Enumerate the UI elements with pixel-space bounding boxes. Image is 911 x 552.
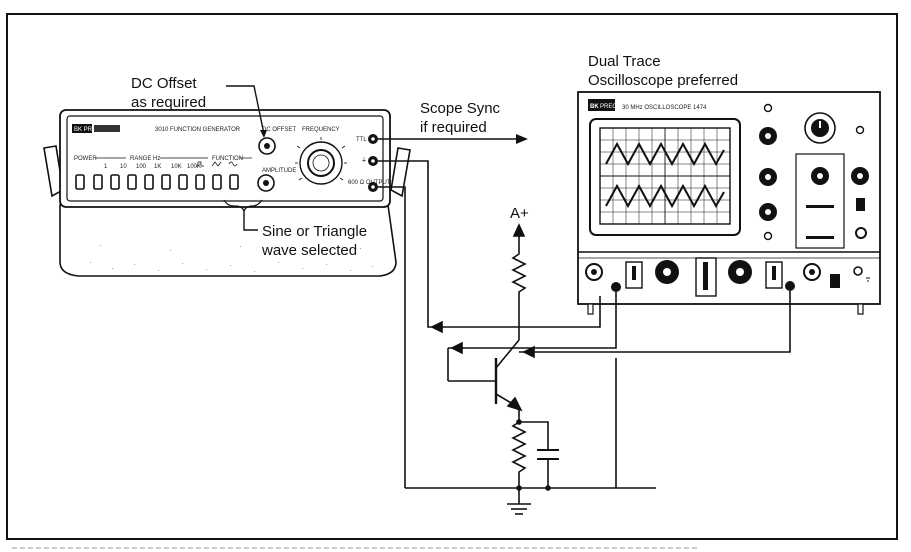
scope-sync-label-line-2: if required — [420, 119, 487, 136]
generator-model: 3010 FUNCTION GENERATOR — [155, 127, 241, 133]
emitter-resistor — [511, 410, 527, 488]
dc-offset-label-line-2: as required — [131, 94, 207, 111]
collector-probe-arrowhead — [522, 345, 535, 359]
scope-ground-terminal — [853, 266, 863, 276]
function-generator: BK PRECISION 3010 FUNCTION GENERATOR POW… — [43, 109, 411, 277]
output-jack-label: 600 Ω OUTPUT — [348, 180, 391, 186]
scope-probe-1 — [611, 282, 621, 292]
crt-trace-2 — [605, 183, 725, 209]
wave-selected-label-line-2: wave selected — [262, 242, 358, 259]
range-label: RANGE Hz — [130, 156, 160, 162]
wave-selected-label-line-1: Sine or Triangle — [262, 223, 368, 240]
amplitude-knob-label: AMPLITUDE — [262, 168, 296, 174]
svg-text:BK: BK — [590, 104, 599, 110]
collector-probe-wire — [519, 291, 791, 353]
supply-label: A+ — [510, 205, 529, 222]
bypass-capacitor-top-lead — [519, 421, 549, 450]
range-value-2: 10 — [120, 164, 127, 170]
function-label: FUNCTION — [212, 156, 243, 162]
svg-text:⏚: ⏚ — [361, 157, 367, 164]
ttl-jack-label: TTL — [356, 137, 367, 143]
frequency-knob — [307, 149, 335, 177]
scope-model: 30 MHz OSCILLOSCOPE 1474 — [622, 105, 707, 111]
scope-toggle-switch — [856, 198, 865, 211]
range-value-5: 10K — [171, 164, 182, 170]
supply-arrowhead — [512, 223, 526, 237]
dual-trace-label-line-2: Oscilloscope preferred — [588, 72, 739, 89]
scope-sync-label: Scope Sync if required — [420, 99, 500, 137]
collector-resistor — [511, 248, 527, 340]
emitter-arrowhead — [506, 396, 523, 412]
range-button-5 — [161, 174, 171, 190]
dc-offset-knob-label: DC OFFSET — [262, 127, 296, 133]
function-button-triangle — [212, 174, 222, 190]
dc-offset-label: DC Offset as required — [131, 74, 206, 112]
diagram-frame — [6, 13, 898, 540]
oscilloscope: BK PRECISION 30 MHz OSCILLOSCOPE 1474 — [577, 91, 881, 315]
scope-sync-label-line-1: Scope Sync — [420, 100, 501, 117]
base-probe-wire — [448, 292, 617, 349]
function-button-sine — [229, 174, 239, 190]
function-button-square — [195, 174, 205, 190]
transistor-circuit — [378, 160, 791, 515]
range-value-4: 1K — [154, 164, 161, 170]
dc-offset-pointer — [226, 85, 265, 135]
power-button — [75, 174, 85, 190]
dc-offset-label-line-1: DC Offset — [131, 75, 197, 92]
scope-probe-2 — [785, 281, 795, 291]
scope-knob-right-low — [855, 227, 867, 239]
generator-ground-wire — [378, 160, 601, 328]
range-button-2 — [110, 174, 120, 190]
range-button-3 — [127, 174, 137, 190]
wave-selected-pointer — [243, 211, 258, 231]
range-value-1: 1 — [104, 164, 108, 170]
dual-trace-label-line-1: Dual Trace — [588, 53, 661, 70]
cabinet-texture — [90, 245, 373, 272]
scope-brand: PRECISION — [600, 104, 633, 110]
transistor-collector — [495, 339, 520, 369]
range-value-3: 100 — [136, 164, 147, 170]
crt-trace-1 — [605, 141, 725, 167]
scope-ext-switch — [830, 274, 840, 288]
range-button-4 — [144, 174, 154, 190]
scope-small-knob — [763, 231, 773, 241]
scope-sync-arrowhead — [516, 134, 528, 144]
generator-handle-right — [390, 147, 411, 198]
power-label: POWER — [74, 156, 97, 162]
scope-knob-right-top — [855, 125, 865, 135]
wave-selected-label: Sine or Triangle wave selected — [262, 222, 367, 260]
range-button-1 — [93, 174, 103, 190]
generator-output-wire — [378, 186, 406, 488]
frequency-knob-label: FREQUENCY — [302, 127, 340, 133]
scope-intensity-knob — [763, 103, 773, 113]
dual-trace-label: Dual Trace Oscilloscope preferred — [588, 52, 738, 90]
range-button-6 — [178, 174, 188, 190]
generator-cabinet — [59, 204, 397, 277]
range-value-6: 100K — [187, 164, 201, 170]
junction-dots — [516, 419, 551, 491]
generator-button-row — [75, 174, 239, 190]
